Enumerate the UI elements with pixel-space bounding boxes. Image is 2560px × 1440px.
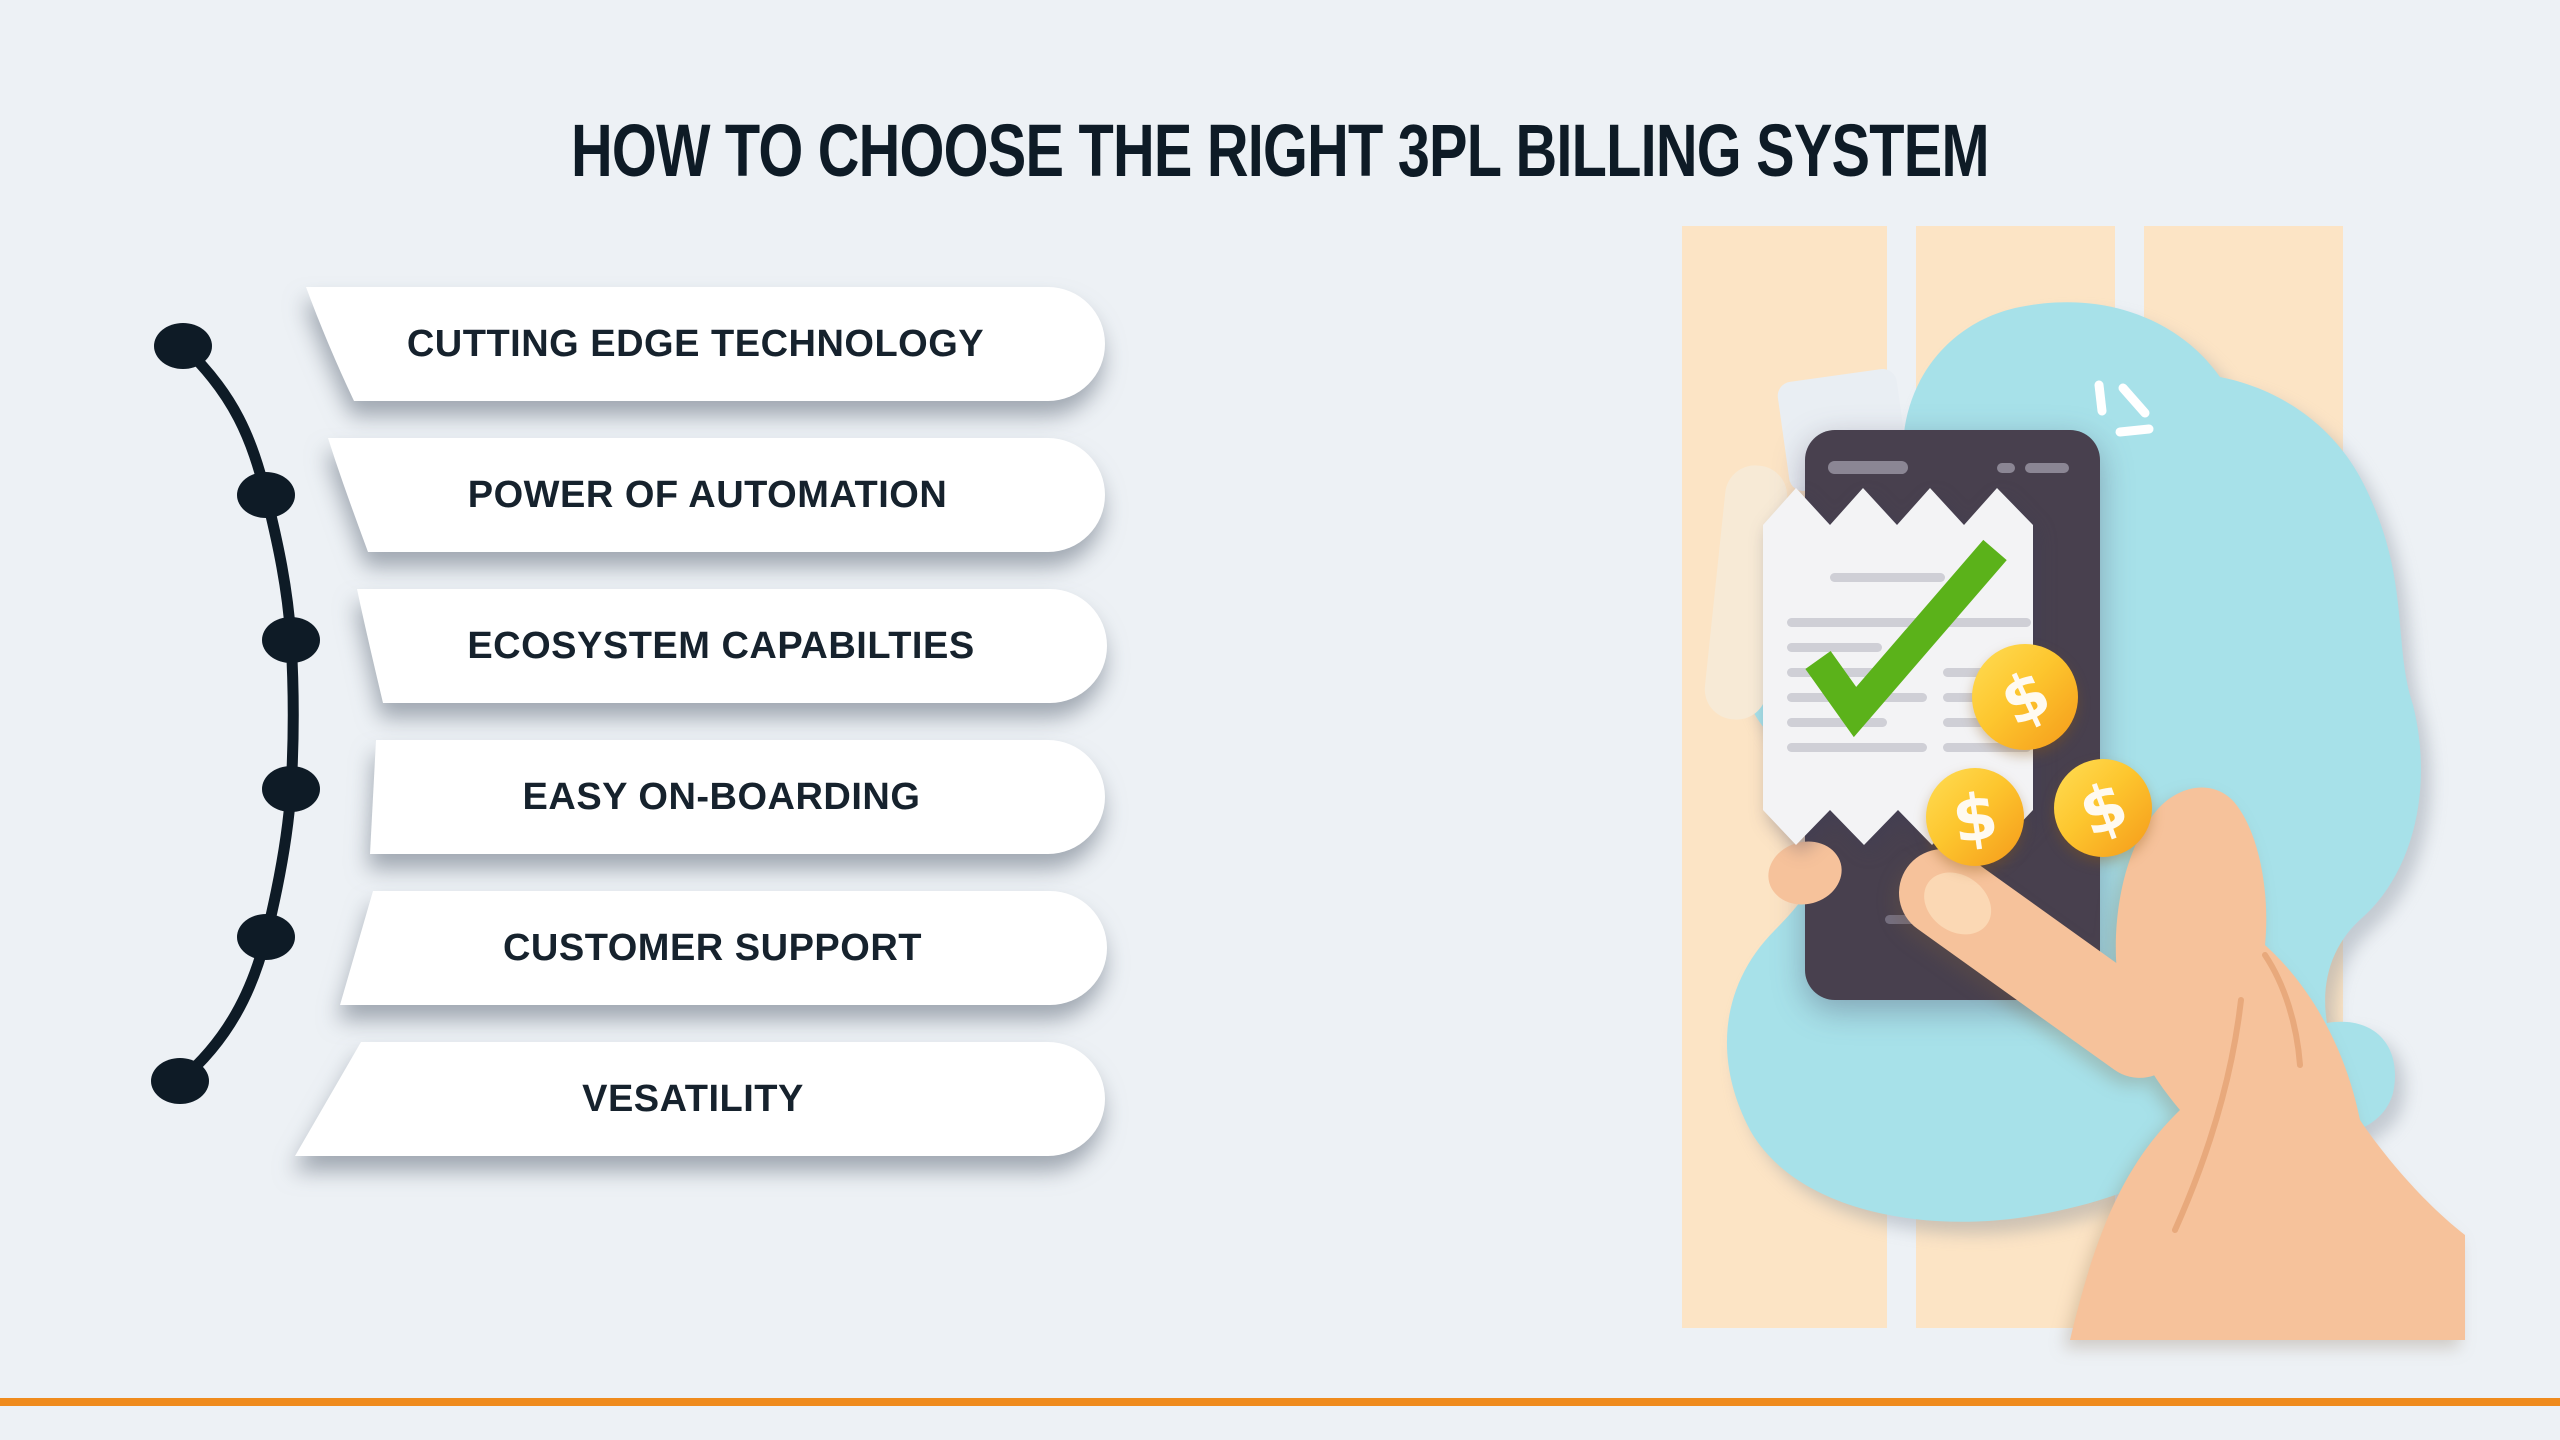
timeline-dot bbox=[154, 323, 212, 369]
feature-label: EASY ON-BOARDING bbox=[522, 775, 921, 818]
pill-shape bbox=[370, 740, 1105, 854]
thumb bbox=[1899, 849, 2184, 1078]
hand-crease bbox=[2172, 997, 2244, 1233]
timeline-curve bbox=[140, 300, 360, 1120]
feature-label: VESATILITY bbox=[582, 1077, 804, 1120]
feature-label: ECOSYSTEM CAPABILTIES bbox=[467, 624, 975, 667]
spark-icon bbox=[2094, 380, 2154, 437]
pill-shape bbox=[306, 287, 1105, 401]
page-title: HOW TO CHOOSE THE RIGHT 3PL BILLING SYST… bbox=[0, 108, 2560, 193]
bottom-divider-line bbox=[0, 1398, 2560, 1406]
fingertip bbox=[1768, 841, 1842, 905]
timeline-dot bbox=[237, 914, 295, 960]
pill-shape bbox=[328, 438, 1105, 552]
timeline-svg bbox=[151, 323, 320, 1104]
feature-label: CUTTING EDGE TECHNOLOGY bbox=[406, 322, 985, 365]
pill-shape bbox=[357, 589, 1107, 703]
coin: $ bbox=[1972, 644, 2078, 750]
dollar-coins: $ $ $ bbox=[1926, 644, 2152, 866]
hand-crease bbox=[2262, 952, 2303, 1068]
checkmark-icon bbox=[1805, 539, 2007, 738]
feature-pill: CUTTING EDGE TECHNOLOGY bbox=[286, 287, 1105, 401]
feature-pill: VESATILITY bbox=[281, 1042, 1105, 1156]
hand-palm bbox=[2070, 787, 2465, 1340]
timeline-dot bbox=[151, 1058, 209, 1104]
timeline-path bbox=[176, 341, 299, 1086]
timeline-dot bbox=[262, 766, 320, 812]
feature-pill: CUSTOMER SUPPORT bbox=[318, 891, 1107, 1005]
billing-illustration: $ $ $ bbox=[1675, 225, 2475, 1340]
timeline-dot bbox=[237, 472, 295, 518]
feature-label: CUSTOMER SUPPORT bbox=[502, 926, 922, 969]
thumb-nail bbox=[1924, 872, 1992, 935]
page-title-text: HOW TO CHOOSE THE RIGHT 3PL BILLING SYST… bbox=[571, 109, 1990, 192]
timeline-dot bbox=[262, 617, 320, 663]
billing-illustration-svg: $ $ $ bbox=[1682, 226, 2465, 1340]
dollar-sign: $ bbox=[1948, 779, 2002, 858]
phone-speaker-icon bbox=[1828, 461, 1908, 474]
coin: $ bbox=[1926, 768, 2024, 866]
feature-pill: ECOSYSTEM CAPABILTIES bbox=[335, 589, 1107, 703]
phone-earpiece-icon bbox=[2025, 463, 2069, 473]
feature-pill: EASY ON-BOARDING bbox=[338, 740, 1105, 854]
feature-label: POWER OF AUTOMATION bbox=[467, 473, 948, 516]
pill-shape bbox=[295, 1042, 1105, 1156]
coin: $ bbox=[2054, 759, 2152, 857]
feature-pill: POWER OF AUTOMATION bbox=[310, 438, 1105, 552]
phone-camera-icon bbox=[1997, 463, 2015, 473]
pill-shape bbox=[340, 891, 1107, 1005]
hand bbox=[1899, 787, 2465, 1340]
